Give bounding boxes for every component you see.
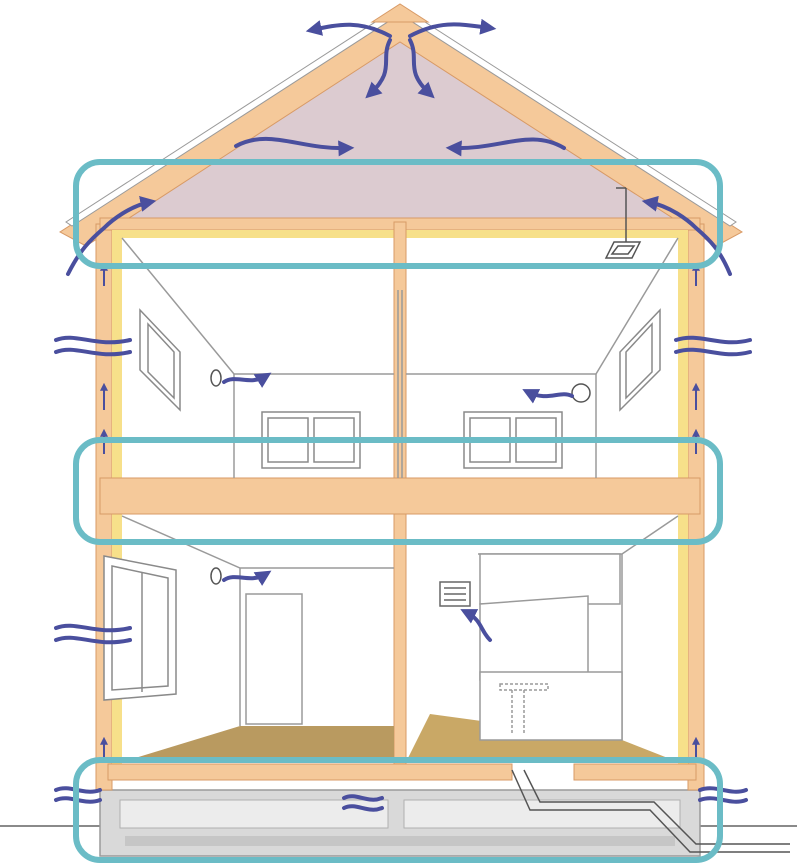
middle-floor (100, 478, 700, 514)
ridge-cap (372, 4, 428, 22)
kitchen-cabinets (480, 554, 622, 740)
sill-left (108, 764, 512, 780)
side-window-lower-left (104, 556, 176, 700)
floor-left (122, 726, 394, 762)
side-window-upper-left (140, 310, 180, 410)
kitchen-exhaust-grille (440, 582, 470, 606)
attic-space (120, 30, 690, 222)
center-post-lower (394, 514, 406, 768)
sill-right (574, 764, 696, 780)
foundation (100, 790, 700, 856)
